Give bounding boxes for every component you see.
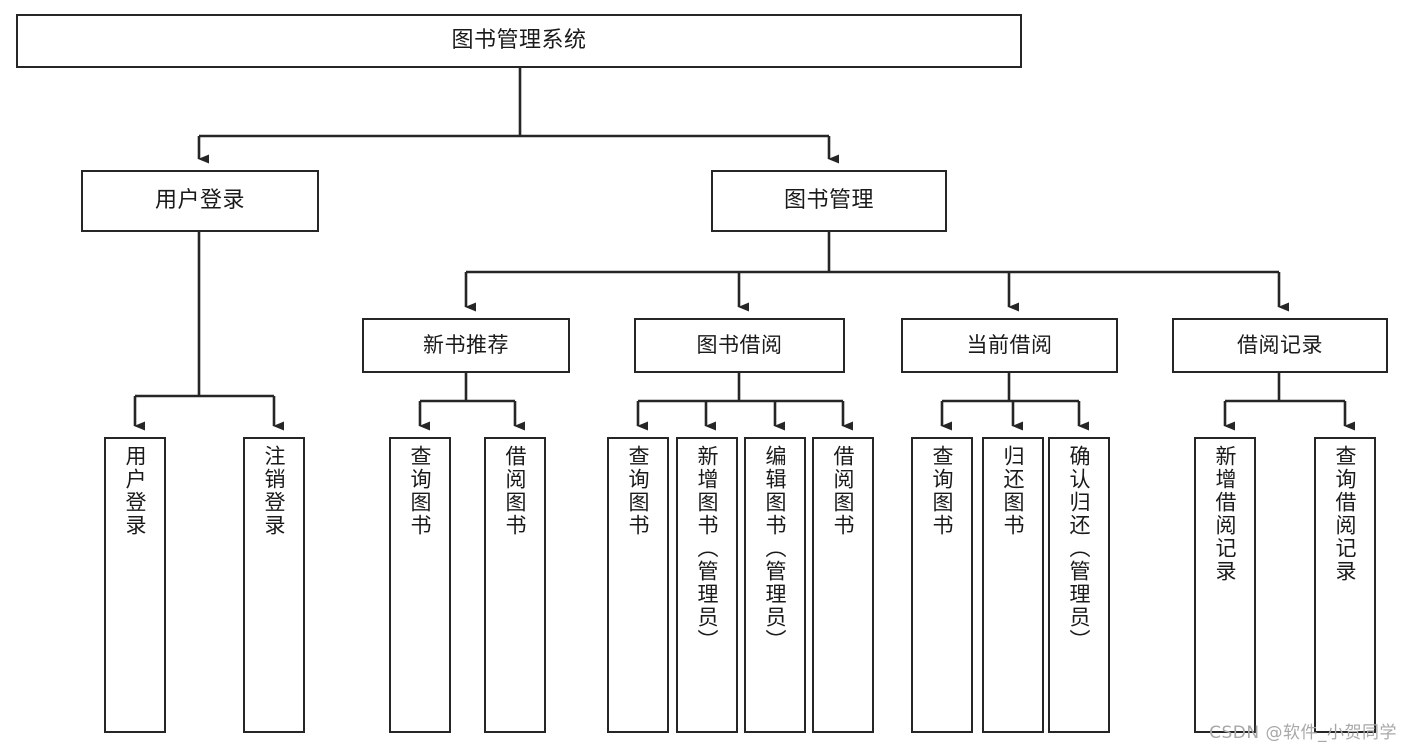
node-leaf-edit-book-admin[interactable]: 编辑图书（管理员） — [744, 437, 806, 733]
node-label: 查询图书 — [408, 445, 433, 537]
node-label: 查询图书 — [626, 445, 651, 537]
node-label: 查询借阅记录 — [1333, 445, 1358, 583]
node-leaf-borrow-book[interactable]: 借阅图书 — [812, 437, 874, 733]
node-current-borrow[interactable]: 当前借阅 — [901, 318, 1118, 373]
node-leaf-logout[interactable]: 注销登录 — [243, 437, 305, 733]
node-label: 用户登录 — [123, 445, 148, 537]
node-leaf-query-borrow-record[interactable]: 查询借阅记录 — [1314, 437, 1376, 733]
node-label: 借阅记录 — [1237, 333, 1323, 358]
node-leaf-confirm-return-admin[interactable]: 确认归还（管理员） — [1048, 437, 1110, 733]
node-root-book-management-system[interactable]: 图书管理系统 — [16, 14, 1022, 68]
node-label: 确认归还（管理员） — [1067, 445, 1092, 652]
node-leaf-query-book-current[interactable]: 查询图书 — [911, 437, 973, 733]
node-book-borrow[interactable]: 图书借阅 — [634, 318, 845, 373]
node-user-login[interactable]: 用户登录 — [81, 170, 319, 232]
node-label: 编辑图书（管理员） — [763, 445, 788, 652]
node-leaf-query-book-borrow[interactable]: 查询图书 — [607, 437, 669, 733]
node-label: 用户登录 — [154, 188, 245, 214]
node-label: 借阅图书 — [831, 445, 856, 537]
node-new-book-recommend[interactable]: 新书推荐 — [362, 318, 570, 373]
node-label: 归还图书 — [1001, 445, 1026, 537]
node-leaf-add-book-admin[interactable]: 新增图书（管理员） — [676, 437, 738, 733]
node-book-management[interactable]: 图书管理 — [711, 170, 947, 232]
node-label: 注销登录 — [262, 445, 287, 537]
node-label: 图书管理系统 — [451, 28, 587, 54]
node-label: 图书管理 — [783, 188, 874, 214]
node-label: 当前借阅 — [966, 333, 1053, 358]
node-leaf-add-borrow-record[interactable]: 新增借阅记录 — [1194, 437, 1256, 733]
node-label: 新增借阅记录 — [1213, 445, 1238, 583]
node-label: 新增图书（管理员） — [695, 445, 720, 652]
node-label: 查询图书 — [930, 445, 955, 537]
node-label: 新书推荐 — [423, 333, 509, 358]
node-borrow-record[interactable]: 借阅记录 — [1172, 318, 1388, 373]
node-label: 图书借阅 — [696, 333, 783, 358]
node-leaf-user-login[interactable]: 用户登录 — [104, 437, 166, 733]
node-leaf-query-book-recommend[interactable]: 查询图书 — [389, 437, 451, 733]
node-leaf-return-book[interactable]: 归还图书 — [982, 437, 1044, 733]
node-label: 借阅图书 — [503, 445, 528, 537]
node-leaf-borrow-book-recommend[interactable]: 借阅图书 — [484, 437, 546, 733]
csdn-watermark: CSDN @软件_小贺同学 — [1209, 723, 1397, 743]
